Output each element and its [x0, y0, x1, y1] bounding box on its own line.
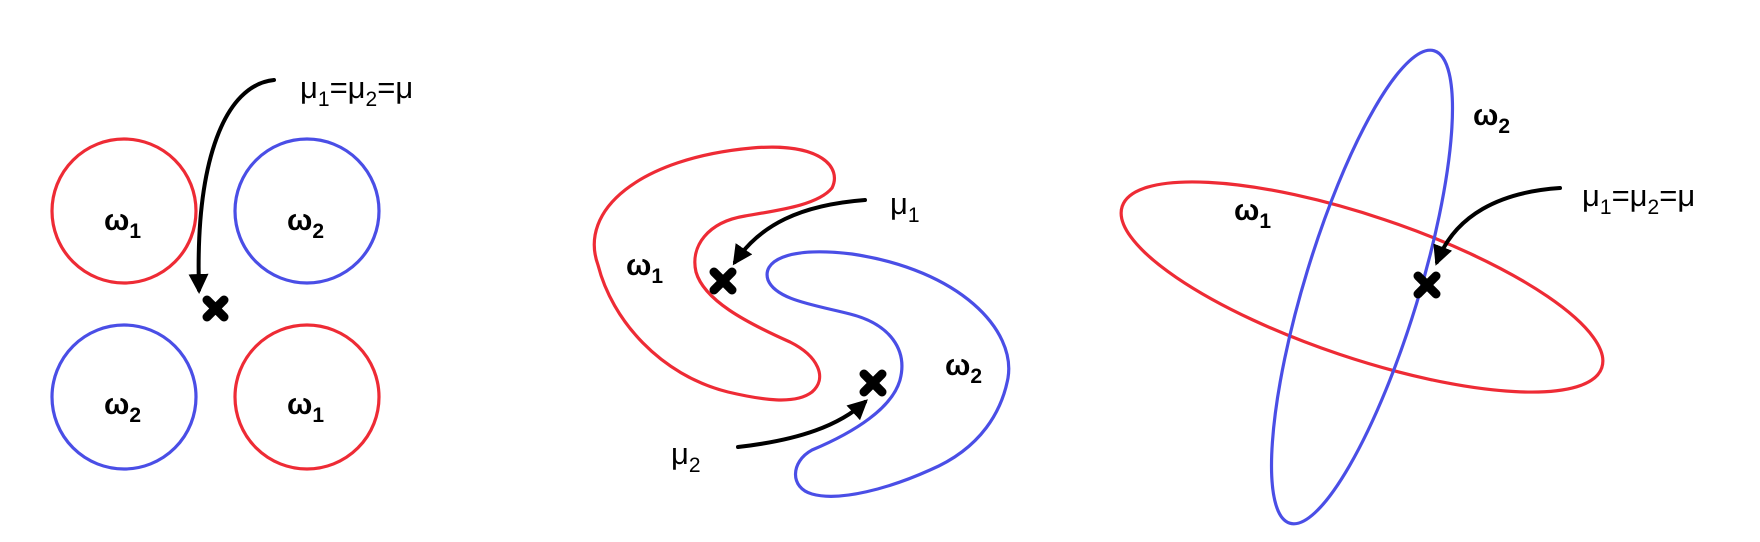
class-label: ω2	[287, 204, 324, 243]
mean-pointer-arrow	[188, 78, 276, 294]
class-label: ω1	[287, 388, 324, 427]
mean-pointer-arrow	[1433, 186, 1562, 266]
mean2-label: μ2	[671, 436, 701, 477]
class-region-omega2-bottom-left	[50, 323, 198, 471]
mean1-label: μ1	[890, 186, 920, 227]
class-label: ω1	[1234, 194, 1271, 233]
class-region-omega2-crescent	[765, 250, 1011, 498]
mean-equality-label: μ1=μ2=μ	[1582, 178, 1695, 219]
class-region-omega1-top-left	[50, 137, 198, 285]
class-label: ω1	[104, 204, 141, 243]
mean2-marker	[859, 369, 887, 397]
mean-equality-label: μ1=μ2=μ	[300, 70, 413, 111]
mean-marker	[202, 295, 229, 322]
class-region-omega1-crescent	[592, 145, 836, 402]
class-label: ω1	[626, 249, 663, 288]
class-region-omega2-ellipse	[1269, 48, 1455, 526]
class-region-omega2-top-right	[233, 137, 381, 285]
mean1-pointer-arrow	[732, 198, 867, 266]
panel-four-circles: ω1 ω2 ω2 ω1 μ1=μ2=μ	[50, 70, 413, 471]
panel-interleaved-crescents: ω1 ω2 μ1 μ2	[592, 145, 1011, 498]
class-label: ω2	[104, 388, 141, 427]
panel-crossed-ellipses: ω1 ω2 μ1=μ2=μ	[1119, 48, 1695, 526]
class-label: ω2	[1473, 99, 1510, 138]
class-label: ω2	[945, 349, 982, 388]
mean-marker	[1413, 271, 1441, 299]
class-region-omega1-ellipse	[1119, 180, 1605, 394]
class-region-omega1-bottom-right	[233, 323, 381, 471]
mean1-marker	[709, 267, 737, 295]
mean2-pointer-arrow	[736, 399, 868, 449]
